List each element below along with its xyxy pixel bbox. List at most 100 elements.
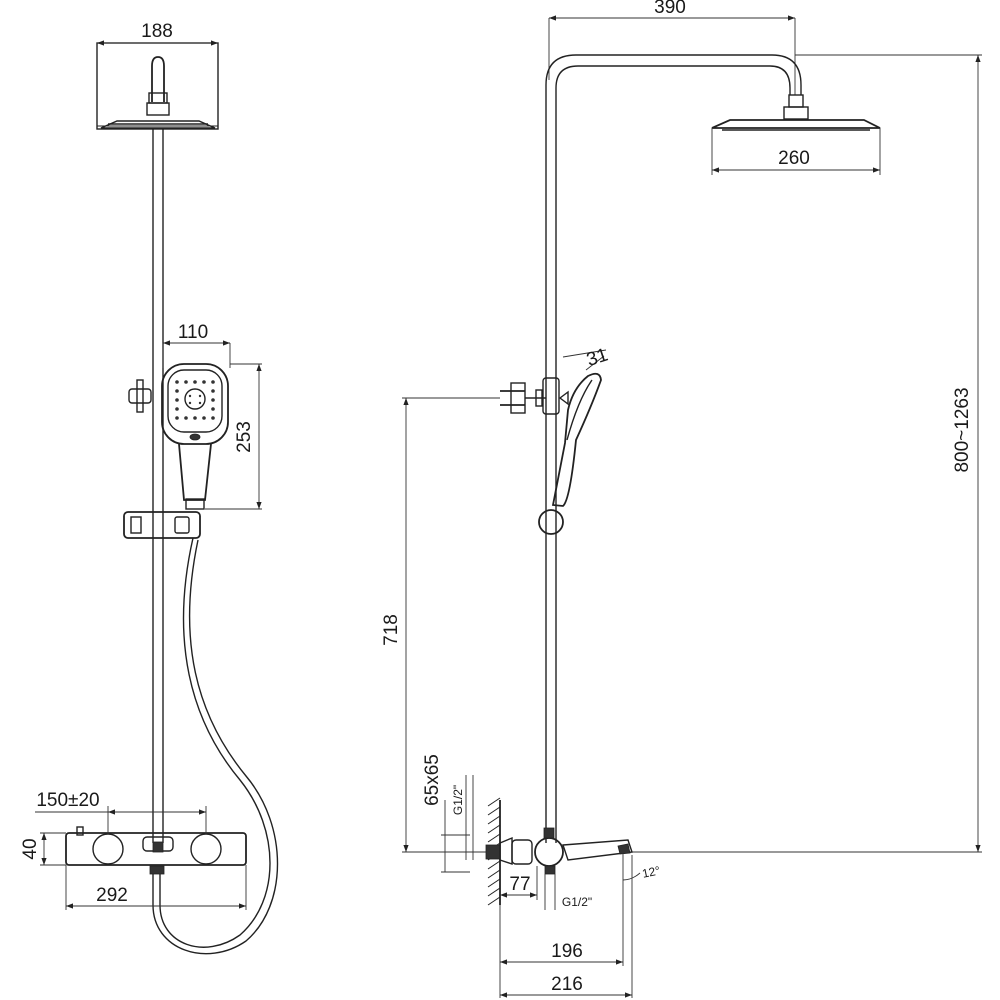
valve-right-inlet xyxy=(190,833,222,865)
dimension-arrowhead xyxy=(41,833,47,840)
hose-inner xyxy=(152,539,279,955)
slider-knob-left xyxy=(130,516,142,534)
dim-label-overall-height: 800~1263 xyxy=(952,387,973,472)
dim-label-260: 260 xyxy=(778,148,810,169)
dimension-arrowhead xyxy=(66,903,73,909)
dimension-arrowhead xyxy=(163,340,170,346)
front-thermostatic-valve: 150±20 40 292 xyxy=(20,790,247,910)
front-slider-holder xyxy=(123,511,201,539)
dim-label-292: 292 xyxy=(96,885,128,906)
dimension-arrowhead xyxy=(256,364,262,371)
side-ball-joint xyxy=(788,94,804,108)
valve-body xyxy=(65,832,247,866)
side-head-plate xyxy=(711,119,881,129)
valve-left-inlet xyxy=(92,833,124,865)
dimension-arrowhead xyxy=(625,992,632,998)
front-hand-shower: 110 253 xyxy=(128,322,262,510)
side-holder-cradle xyxy=(558,390,569,406)
dim-label-216: 216 xyxy=(551,974,583,995)
handshower-handle xyxy=(178,443,212,501)
dimension-arrowhead xyxy=(403,398,409,405)
dim-label-150: 150±20 xyxy=(36,790,99,811)
dimension-arrowhead xyxy=(41,858,47,865)
handshower-hose-connector xyxy=(185,498,205,510)
wall-holder-clip xyxy=(128,388,152,404)
side-head-nut xyxy=(783,106,809,120)
side-hand-shower: 31 xyxy=(500,345,611,535)
dim-label-65x65: 65x65 xyxy=(422,754,443,806)
head-gooseneck-arm xyxy=(151,56,165,102)
side-valve xyxy=(485,827,633,875)
riser-arm-outer xyxy=(545,54,802,843)
side-handshower-body xyxy=(551,372,602,507)
side-view: 390 260 800~1263 xyxy=(381,0,982,998)
dim-label-196: 196 xyxy=(551,941,583,962)
side-handshower-inner xyxy=(566,379,593,441)
valve-outlet-nut xyxy=(152,841,164,853)
handshower-center-ring xyxy=(184,388,206,410)
dim-label-390: 390 xyxy=(654,0,686,18)
side-overhead-shower: 260 xyxy=(711,94,881,175)
side-bracket-knob xyxy=(535,389,543,407)
dimension-arrowhead xyxy=(500,892,507,898)
side-spout-aerator xyxy=(617,843,631,855)
side-valve-diverter xyxy=(534,837,564,867)
handshower-face xyxy=(161,363,229,445)
head-outline-box xyxy=(96,42,219,130)
thread-label-upper: G1/2" xyxy=(451,785,465,815)
side-eccentric-nut xyxy=(485,844,501,860)
side-escutcheon xyxy=(499,836,513,865)
head-nut xyxy=(146,102,170,116)
dimension-arrowhead xyxy=(530,892,537,898)
dim-label-77: 77 xyxy=(509,874,530,895)
dimension-arrowhead xyxy=(549,15,556,21)
ext-line-31 xyxy=(585,355,605,371)
dimension-arrowhead xyxy=(975,845,981,852)
handshower-spray-plate xyxy=(167,369,223,433)
dim-label-40: 40 xyxy=(20,838,41,859)
side-spout-body xyxy=(562,839,633,861)
dimension-arrowhead xyxy=(500,959,507,965)
slider-body xyxy=(123,511,201,539)
dimension-arrowheads xyxy=(41,15,981,998)
dimension-arrowhead xyxy=(199,809,206,815)
front-overhead-shower: 188 xyxy=(96,21,219,130)
valve-hose-outlet xyxy=(149,865,165,875)
dimension-arrowhead xyxy=(616,959,623,965)
dimension-arrowhead xyxy=(108,809,115,815)
side-slider-knob xyxy=(538,509,564,535)
dimension-arrowhead xyxy=(975,55,981,62)
dim-label-253: 253 xyxy=(234,421,255,453)
side-riser-connector xyxy=(543,827,555,839)
dimension-arrowhead xyxy=(239,903,246,909)
front-riser-pipe xyxy=(152,129,164,843)
dimension-arrowhead xyxy=(788,15,795,21)
mode-button-icon xyxy=(189,433,201,441)
valve-temp-stop xyxy=(76,826,84,836)
dim-line-31 xyxy=(562,349,607,358)
dimension-arrowhead xyxy=(500,992,507,998)
side-wall-bracket xyxy=(510,382,526,414)
dimension-arrowhead xyxy=(712,167,719,173)
side-holder-clip xyxy=(542,377,560,415)
front-view: 188 110 xyxy=(20,21,279,955)
dim-label-718: 718 xyxy=(381,614,402,646)
side-valve-union xyxy=(511,839,533,865)
hose-outer xyxy=(159,537,271,948)
dim-label-110: 110 xyxy=(178,322,208,343)
dimension-arrowhead xyxy=(256,502,262,509)
dimension-arrowhead xyxy=(873,167,880,173)
angle-label-12: 12° xyxy=(641,863,662,881)
slider-cradle xyxy=(174,516,190,534)
dim-label-31: 31 xyxy=(584,345,611,372)
dimension-arrowhead xyxy=(211,40,218,46)
riser-arm-inner xyxy=(555,65,791,843)
dimension-arrowhead xyxy=(403,845,409,852)
handshower-nozzles xyxy=(175,380,215,420)
side-hose-outlet xyxy=(544,865,556,875)
thread-label-lower: G1/2" xyxy=(562,895,592,909)
angle-arc xyxy=(622,872,641,881)
holder-bolt xyxy=(136,379,144,413)
dimension-arrowhead xyxy=(97,40,104,46)
